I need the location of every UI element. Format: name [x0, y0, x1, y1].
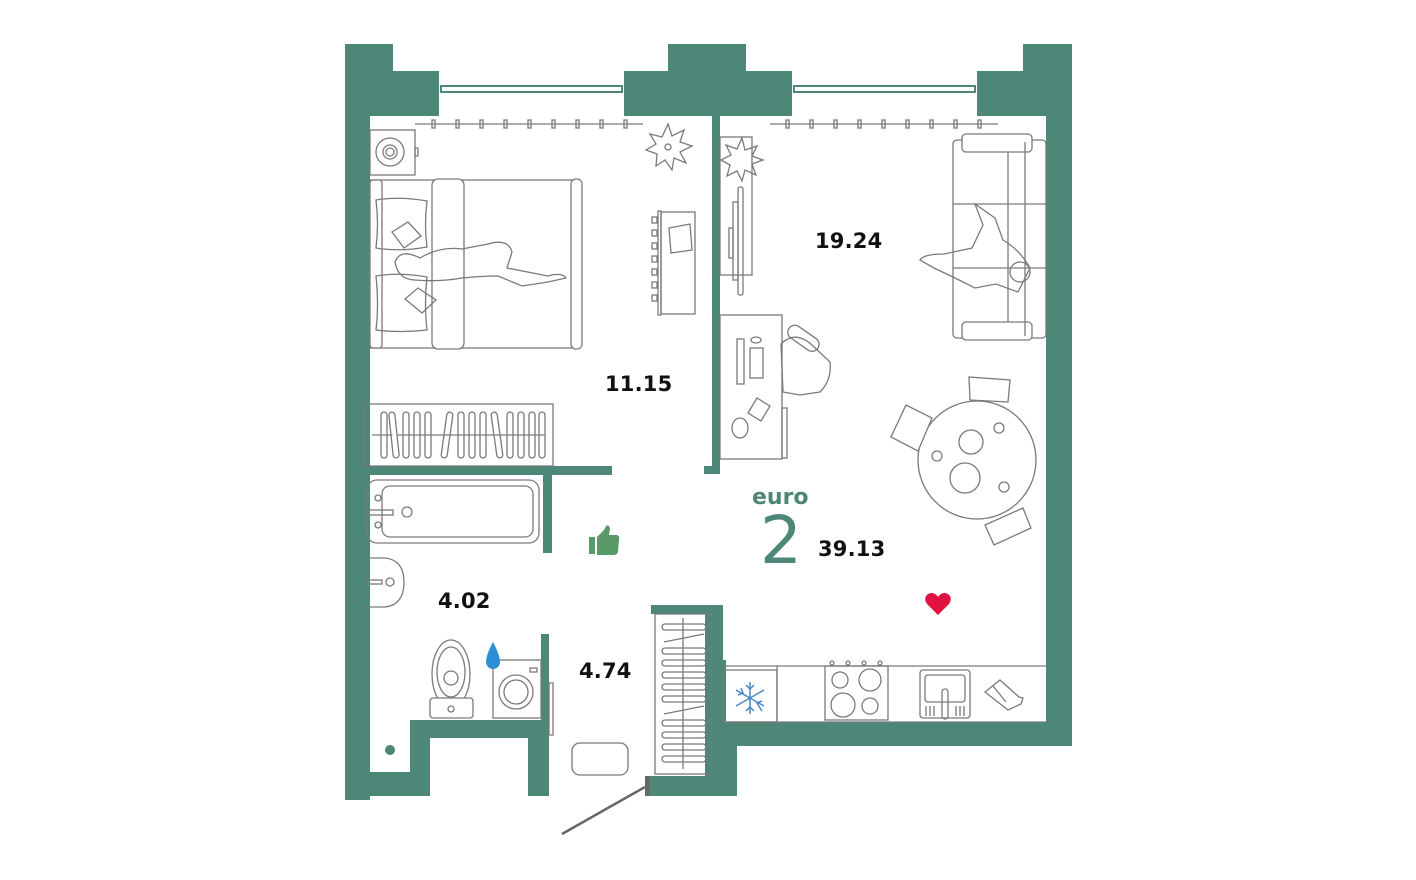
plant-icon-2: [719, 136, 765, 276]
total-area: 39.13: [818, 537, 886, 561]
snowflake-icon: [735, 682, 765, 714]
sofa-icon: [919, 133, 1047, 341]
washing-machine-icon: [492, 659, 554, 736]
walls: [345, 44, 1072, 800]
floor-drain-icon: [385, 745, 395, 755]
doormat-icon: [571, 742, 629, 776]
kitchen-sink-icon: [919, 669, 971, 720]
room-area-hallway: 4.74: [579, 659, 632, 683]
room-area-bedroom: 11.15: [605, 372, 673, 396]
desk-with-shelves-icon: [651, 210, 696, 316]
heart-icon: [925, 593, 951, 615]
plant-icon: [644, 122, 694, 172]
entrance-door-icon: [561, 776, 649, 836]
toilet-icon: [429, 639, 474, 719]
water-drop-icon: [486, 642, 500, 669]
curtain-rail-right: [770, 119, 998, 129]
kitchen-counter: [722, 665, 1046, 723]
room-area-living-kitchen: 19.24: [815, 229, 883, 253]
apartment-type-label: euro: [752, 485, 809, 510]
sink-icon: [364, 557, 405, 608]
coat-rack-icon: [654, 613, 712, 775]
bathtub-icon: [366, 479, 540, 544]
wardrobe-icon: [363, 403, 554, 467]
work-desk-icon: [719, 314, 831, 460]
curtain-rail-left: [415, 119, 643, 129]
stove-icon: [824, 660, 889, 721]
double-bed-icon: [369, 178, 583, 350]
dining-table-icon: [890, 376, 1037, 546]
room-area-bathroom: 4.02: [438, 589, 491, 613]
rooms-count: 2: [760, 502, 802, 579]
nightstand-lamp-icon: [369, 129, 419, 176]
tv-icon: [728, 186, 744, 296]
cutting-board-icon: [983, 679, 1024, 711]
thumbs-up-icon: [589, 525, 620, 555]
